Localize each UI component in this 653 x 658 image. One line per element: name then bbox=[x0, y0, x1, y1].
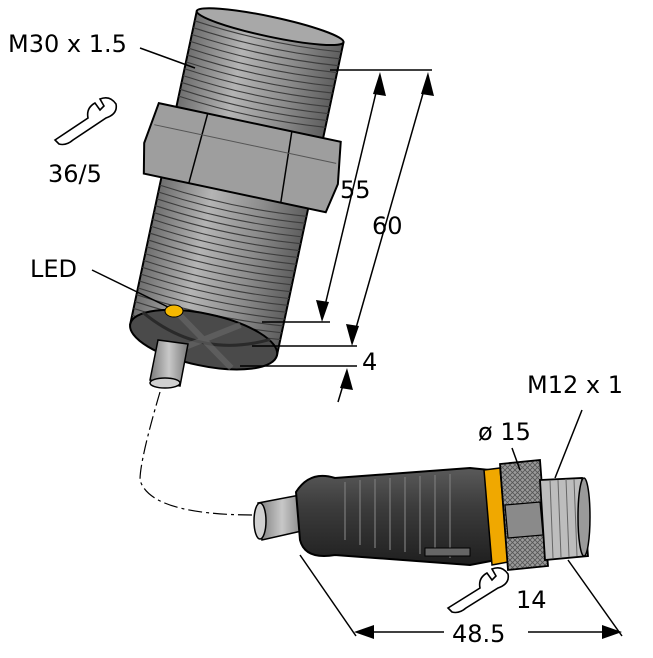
thread-line bbox=[187, 54, 335, 87]
thread-line bbox=[152, 218, 300, 252]
wrench-icon bbox=[53, 97, 118, 146]
thread-line bbox=[193, 27, 341, 60]
thread-line bbox=[182, 75, 330, 108]
led-indicator bbox=[164, 304, 184, 318]
thread-line bbox=[147, 239, 295, 272]
thread-line bbox=[184, 68, 332, 101]
thread-line bbox=[140, 273, 288, 306]
thread-line bbox=[191, 33, 339, 67]
led-label: LED bbox=[30, 255, 77, 283]
thread-line bbox=[142, 266, 290, 300]
thread-connector-label: M12 x 1 bbox=[527, 371, 623, 399]
dimension-55-label: 55 bbox=[340, 176, 371, 204]
thread-line bbox=[150, 225, 298, 258]
wrench-size-connector-label: 14 bbox=[516, 586, 547, 614]
connector bbox=[253, 459, 591, 571]
diameter-15-label: ø 15 bbox=[478, 418, 531, 446]
dimension-lines bbox=[91, 47, 623, 637]
thread-line bbox=[153, 212, 301, 245]
thread-main-label: M30 x 1.5 bbox=[8, 30, 127, 58]
thread-line bbox=[143, 259, 291, 293]
cable-stub bbox=[149, 339, 189, 389]
arrowheads bbox=[316, 72, 622, 639]
dimension-4-label: 4 bbox=[362, 348, 377, 376]
wrench-icon bbox=[446, 567, 510, 614]
thread-line bbox=[190, 40, 338, 74]
thread-line bbox=[158, 191, 306, 224]
thread-line bbox=[149, 232, 297, 265]
thread-line bbox=[146, 246, 294, 279]
thread-line bbox=[179, 88, 327, 122]
dimension-48-5-label: 48.5 bbox=[452, 620, 505, 648]
thread-line bbox=[139, 280, 287, 313]
thread-line bbox=[159, 184, 307, 217]
thread-line bbox=[188, 47, 336, 80]
hex-nut bbox=[142, 102, 342, 214]
sensor-body bbox=[129, 7, 345, 371]
thread-line bbox=[145, 253, 292, 286]
thread-line bbox=[178, 95, 326, 128]
thread-line bbox=[181, 81, 329, 115]
thread-line bbox=[137, 287, 285, 320]
dimension-60-label: 60 bbox=[372, 212, 403, 240]
thread-line bbox=[194, 20, 342, 53]
cable-link-dashed bbox=[139, 391, 256, 516]
wrench-size-main-label: 36/5 bbox=[48, 160, 102, 188]
thread-line bbox=[155, 205, 303, 238]
thread-line bbox=[185, 61, 333, 94]
thread-lines bbox=[131, 20, 342, 347]
thread-line bbox=[156, 198, 304, 231]
